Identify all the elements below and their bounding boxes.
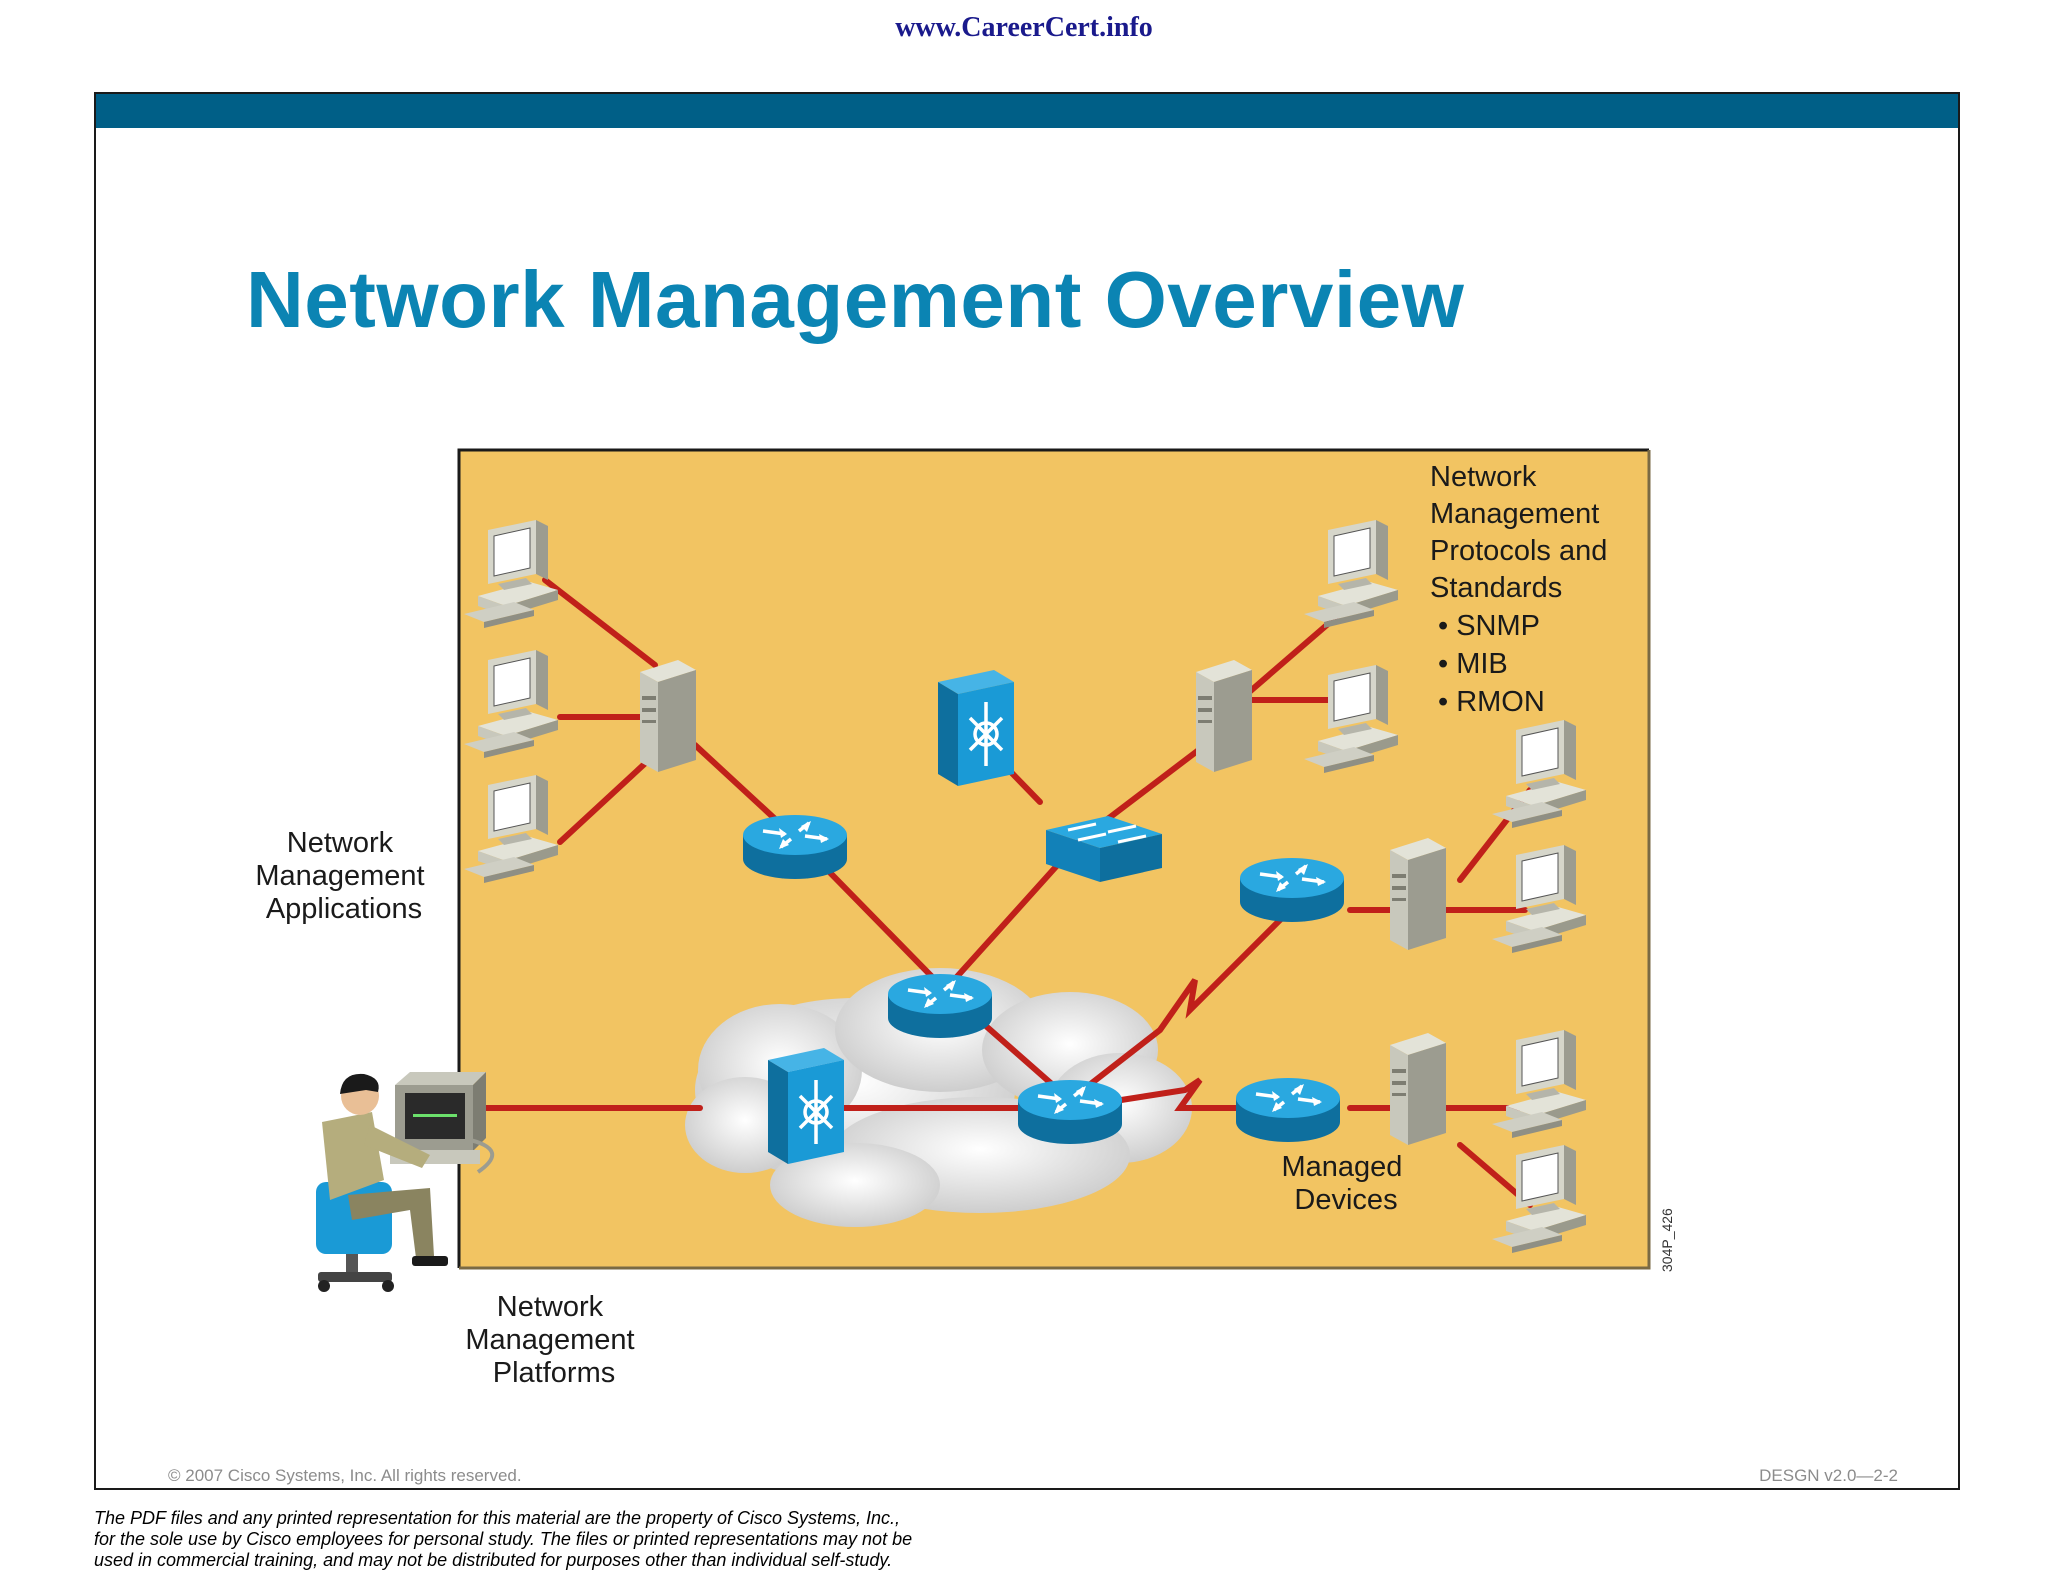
protocol-list: • SNMP • MIB • RMON	[1438, 610, 1548, 718]
server-icon	[640, 660, 696, 772]
disclaimer: The PDF files and any printed representa…	[94, 1508, 1194, 1571]
slide-title: Network Management Overview	[246, 255, 1465, 344]
router-icon	[1238, 856, 1346, 924]
managed-devices-label: Managed Devices	[1282, 1151, 1411, 1216]
copyright: © 2007 Cisco Systems, Inc. All rights re…	[168, 1466, 522, 1485]
disclaimer-line: used in commercial training, and may not…	[94, 1550, 893, 1570]
router-icon	[1016, 1078, 1124, 1146]
disclaimer-line: The PDF files and any printed representa…	[94, 1508, 901, 1528]
disclaimer-line: for the sole use by Cisco employees for …	[94, 1529, 913, 1549]
router-icon	[886, 972, 994, 1040]
figure-code: 304P_426	[1659, 1208, 1675, 1272]
platforms-label: Network Management Platforms	[465, 1291, 642, 1389]
course-code: DESGN v2.0—2-2	[1759, 1466, 1898, 1485]
server-icon	[1390, 1033, 1446, 1145]
server-icon	[1196, 660, 1252, 772]
applications-label: Network Management Applications	[255, 827, 432, 925]
server-icon	[1390, 838, 1446, 950]
router-icon	[1234, 1076, 1342, 1144]
router-icon	[741, 813, 849, 881]
network-admin-icon	[316, 1072, 495, 1292]
site-url[interactable]: www.CareerCert.info	[895, 12, 1153, 43]
multilayer-switch-icon	[766, 1046, 846, 1166]
slide-header-bar	[96, 94, 1958, 128]
multilayer-switch-icon	[936, 668, 1016, 788]
protocols-label: Network Management Protocols and Standar…	[1430, 461, 1615, 604]
